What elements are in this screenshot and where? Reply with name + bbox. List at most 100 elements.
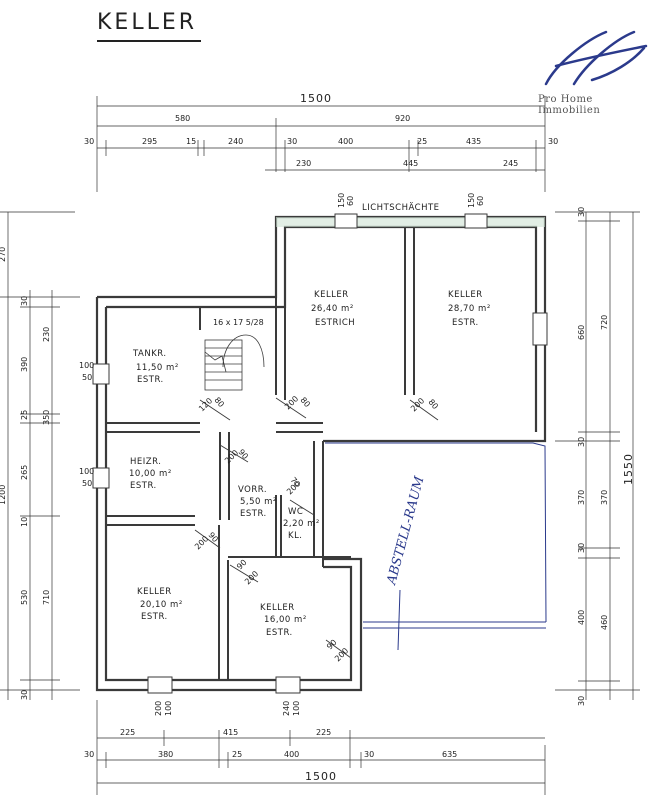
room-area: 20,10 m² [140,600,183,610]
dim-top-580: 580 [175,114,190,123]
dim-bot-225b: 225 [316,728,331,737]
dim-left-530: 530 [20,590,29,605]
dim-right-400: 400 [577,610,586,625]
dimension-lines-right [555,211,640,700]
dim-top-total: 1500 [300,92,332,105]
dim-window-50a: 50 [82,373,92,382]
dim-right-1550: 1550 [622,453,635,485]
dim-top-920: 920 [395,114,410,123]
abstellraum-outline [325,442,547,651]
dim-left-390: 390 [20,357,29,372]
room-area: 28,70 m² [448,304,491,314]
room-area: 2,20 m² [283,519,320,529]
dim-bot-30b: 30 [364,750,374,759]
room-floor: KL. [288,531,303,541]
room-name: KELLER [314,290,349,300]
room-name: TANKR. [132,349,167,359]
room-keller-28: KELLER 28,70 m² ESTR. [448,290,491,328]
stair-label: 16 x 17 5/28 [213,318,264,327]
dim-bot-415: 415 [223,728,238,737]
room-name: KELLER [260,603,295,613]
room-tankraum: TANKR. 11,50 m² ESTR. [132,349,179,385]
dim-bot-400: 400 [284,750,299,759]
room-wc: WC 2,20 m² KL. [283,507,320,541]
dim-bot-635: 635 [442,750,457,759]
dim-opening-100b: 100 [292,701,301,716]
room-name: WC [288,507,303,517]
dim-right-30c: 30 [577,543,586,553]
door-200b: 200 [409,396,426,413]
dim-window-100a: 100 [79,361,94,370]
dim-opening-150b: 150 [467,193,476,208]
room-floor: ESTR. [137,375,164,385]
plan-title: KELLER [97,10,198,35]
dim-opening-150a: 150 [337,193,346,208]
room-floor: ESTRICH [315,318,355,328]
dim-top-400: 400 [338,137,353,146]
room-area: 16,00 m² [264,615,307,625]
dim-top-240: 240 [228,137,243,146]
room-keller-20: KELLER 20,10 m² ESTR. [137,587,183,622]
stair-icon [204,334,265,391]
dim-bot-225a: 225 [120,728,135,737]
brand-logo-icon [544,30,648,86]
dim-top-30a: 30 [84,137,94,146]
room-keller-16: KELLER 16,00 m² ESTR. [260,603,307,638]
wall-fill-top [276,217,545,227]
dim-window-50b: 50 [82,479,92,488]
dim-top-25: 25 [417,137,427,146]
room-area: 11,50 m² [136,363,179,373]
title-underline [97,40,201,42]
abstellraum-label: ABSTELL-RAUM [384,474,428,587]
door-200g: 200 [333,646,350,663]
room-floor: ESTR. [452,318,479,328]
room-name: HEIZR. [130,457,161,467]
dim-opening-200a: 200 [154,701,163,716]
dim-right-30d: 30 [577,696,586,706]
lichtschaechte-label: LICHTSCHÄCHTE [362,202,440,213]
door-80c: 80 [212,396,225,410]
room-name: KELLER [137,587,172,597]
room-keller-26: KELLER 26,40 m² ESTRICH [311,290,355,328]
interior-walls [106,227,415,680]
dim-left-1200: 1200 [0,485,7,505]
room-area: 10,00 m² [129,469,172,479]
brand-name: Pro Home Immobilien [538,94,601,116]
dim-left-230: 230 [42,327,51,342]
dim-bot-380: 380 [158,750,173,759]
dim-top-445: 445 [403,159,418,168]
dim-right-460: 460 [600,615,609,630]
dim-top-295: 295 [142,137,157,146]
room-area: 26,40 m² [311,304,354,314]
dim-top-435: 435 [466,137,481,146]
door-200f: 200 [243,569,260,586]
room-labels: KELLER 26,40 m² ESTRICH KELLER 28,70 m² … [129,290,491,638]
dim-bot-total: 1500 [305,770,337,783]
dim-right-30b: 30 [577,437,586,447]
dim-opening-100a: 100 [164,701,173,716]
dim-opening-60b: 60 [476,196,485,206]
doors [194,397,439,659]
room-heizraum: HEIZR. 10,00 m² ESTR. [129,457,172,491]
room-floor: ESTR. [266,628,293,638]
dim-window-100b: 100 [79,467,94,476]
dim-top-245: 245 [503,159,518,168]
dim-left-350: 350 [42,410,51,425]
dim-opening-60a: 60 [346,196,355,206]
dimension-lines-top [96,96,546,192]
dim-right-660: 660 [577,325,586,340]
room-floor: ESTR. [141,612,168,622]
room-name: VORR. [238,485,267,495]
dim-top-230: 230 [296,159,311,168]
dim-top-15: 15 [186,137,196,146]
dim-top-30c: 30 [548,137,558,146]
door-80a: 80 [298,396,311,410]
dim-left-25: 25 [20,410,29,420]
door-200c: 200 [223,448,240,465]
door-90d: 90 [325,638,339,652]
dim-left-270: 270 [0,247,7,262]
dim-bot-30a: 30 [84,750,94,759]
dim-opening-240: 240 [282,701,291,716]
dim-left-10: 10 [20,517,29,527]
dim-left-30top: 30 [20,296,29,306]
